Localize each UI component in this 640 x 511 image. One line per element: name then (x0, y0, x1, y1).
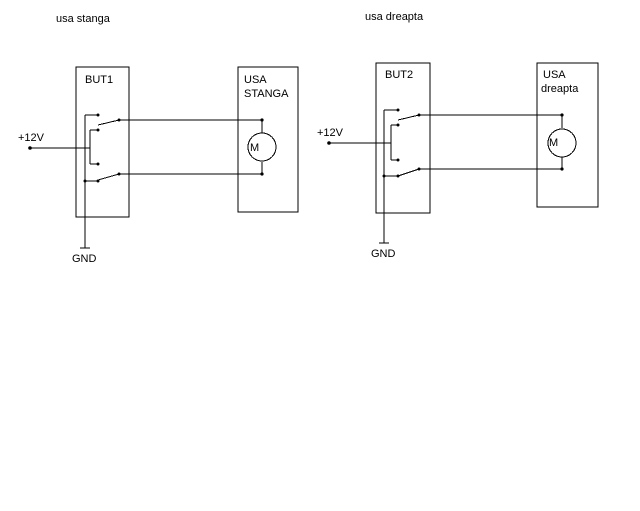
switch-box (375, 62, 431, 214)
switch-label: BUT1 (85, 74, 113, 86)
door-box (237, 66, 299, 213)
contact-dot (396, 108, 400, 112)
door-label-line2: STANGA (244, 88, 289, 100)
switch-arm-bottom (397, 168, 420, 177)
ground-label: GND (371, 248, 396, 260)
switch-label: BUT2 (385, 69, 413, 81)
supply-label: +12V (317, 127, 344, 139)
door-label-line1: USA (244, 74, 267, 86)
supply-label: +12V (18, 132, 45, 144)
contact-dot (96, 162, 100, 166)
switch-box (75, 66, 130, 218)
door-label-line1: USA (543, 69, 566, 81)
switch-arm-top (397, 114, 420, 121)
motor-icon (547, 128, 577, 158)
contact-dot (382, 174, 386, 178)
motor-label: M (549, 137, 558, 149)
switch-arm-top (97, 119, 120, 126)
ground-label: GND (72, 253, 97, 265)
motor-icon (247, 132, 277, 162)
switch-arm-bottom (97, 173, 120, 181)
door-label-line2: dreapta (541, 83, 579, 95)
contact-dot (83, 179, 87, 183)
door-box (536, 62, 599, 208)
contact-dot (96, 128, 100, 132)
contact-dot (96, 113, 100, 117)
circuit-left: usa stanga BUT1 USA STANGA +12V GND (18, 13, 299, 265)
contact-dot (396, 123, 400, 127)
contact-dot (396, 158, 400, 162)
motor-label: M (250, 142, 259, 154)
circuit-right: usa dreapta BUT2 USA dreapta +12V GND (317, 11, 599, 260)
circuit-title: usa stanga (56, 13, 111, 25)
circuit-title: usa dreapta (365, 11, 424, 23)
